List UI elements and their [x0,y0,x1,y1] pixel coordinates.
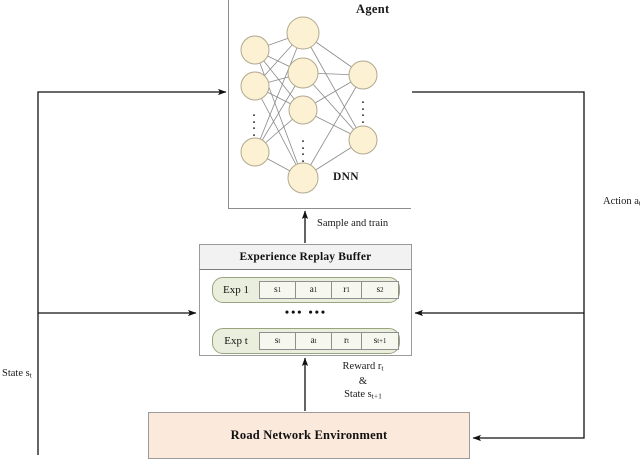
experience-replay-buffer-title: Experience Replay Buffer [199,244,412,270]
buffer-rows-ellipsis-icon: ••• ••• [284,305,328,319]
dnn-nodes [240,16,378,194]
dnn-label: DNN [333,171,359,183]
exp-row-label: Exp t [224,335,248,347]
exp-cell-sub: t [314,337,317,345]
hidden-layer-ellipsis-icon: .... [301,133,305,165]
input-layer-ellipsis-icon: .... [252,107,256,139]
arrow-state-to-agent [37,88,227,455]
sample-and-train-label: Sample and train [317,218,389,229]
output-layer-ellipsis-icon: .... [361,94,365,126]
exp-cell-sub: t [347,337,350,345]
dnn-node-output-1 [348,60,378,90]
exp-cell-sub: 2 [380,286,384,294]
ampersand-line: & [358,375,368,387]
agent-title: Agent [356,2,390,16]
action-flow-label: Action at [603,196,640,208]
dnn-node-hidden-1 [286,16,320,50]
dnn-node-hidden-2 [287,57,319,89]
next-state-line: State st+1 [344,388,382,401]
flow-arrows [37,88,585,455]
exp-cell-sub: 1 [277,286,282,294]
reward-line: Reward rt [342,361,384,373]
exp-cell-sub: t [278,337,281,345]
dnn-node-output-2 [348,125,378,155]
exp-cell-sub: 1 [313,286,318,294]
arrow-action-to-environment [412,91,585,442]
exp-cell-sub: 1 [346,286,350,294]
reward-and-next-state-label: Reward rt & State st+1 [327,360,399,402]
agent-frame [228,0,412,209]
dnn-node-input-3 [240,137,270,167]
dnn-node-input-1 [240,35,270,65]
state-flow-label: State st [2,368,32,380]
exp-cell-sub: t+1 [377,337,387,345]
dnn-node-input-2 [240,71,270,101]
dnn-node-hidden-3 [288,95,318,125]
dnn-node-hidden-4 [287,162,319,194]
road-network-environment-box: Road Network Environment [148,412,470,459]
exp-row-label: Exp 1 [223,284,249,296]
